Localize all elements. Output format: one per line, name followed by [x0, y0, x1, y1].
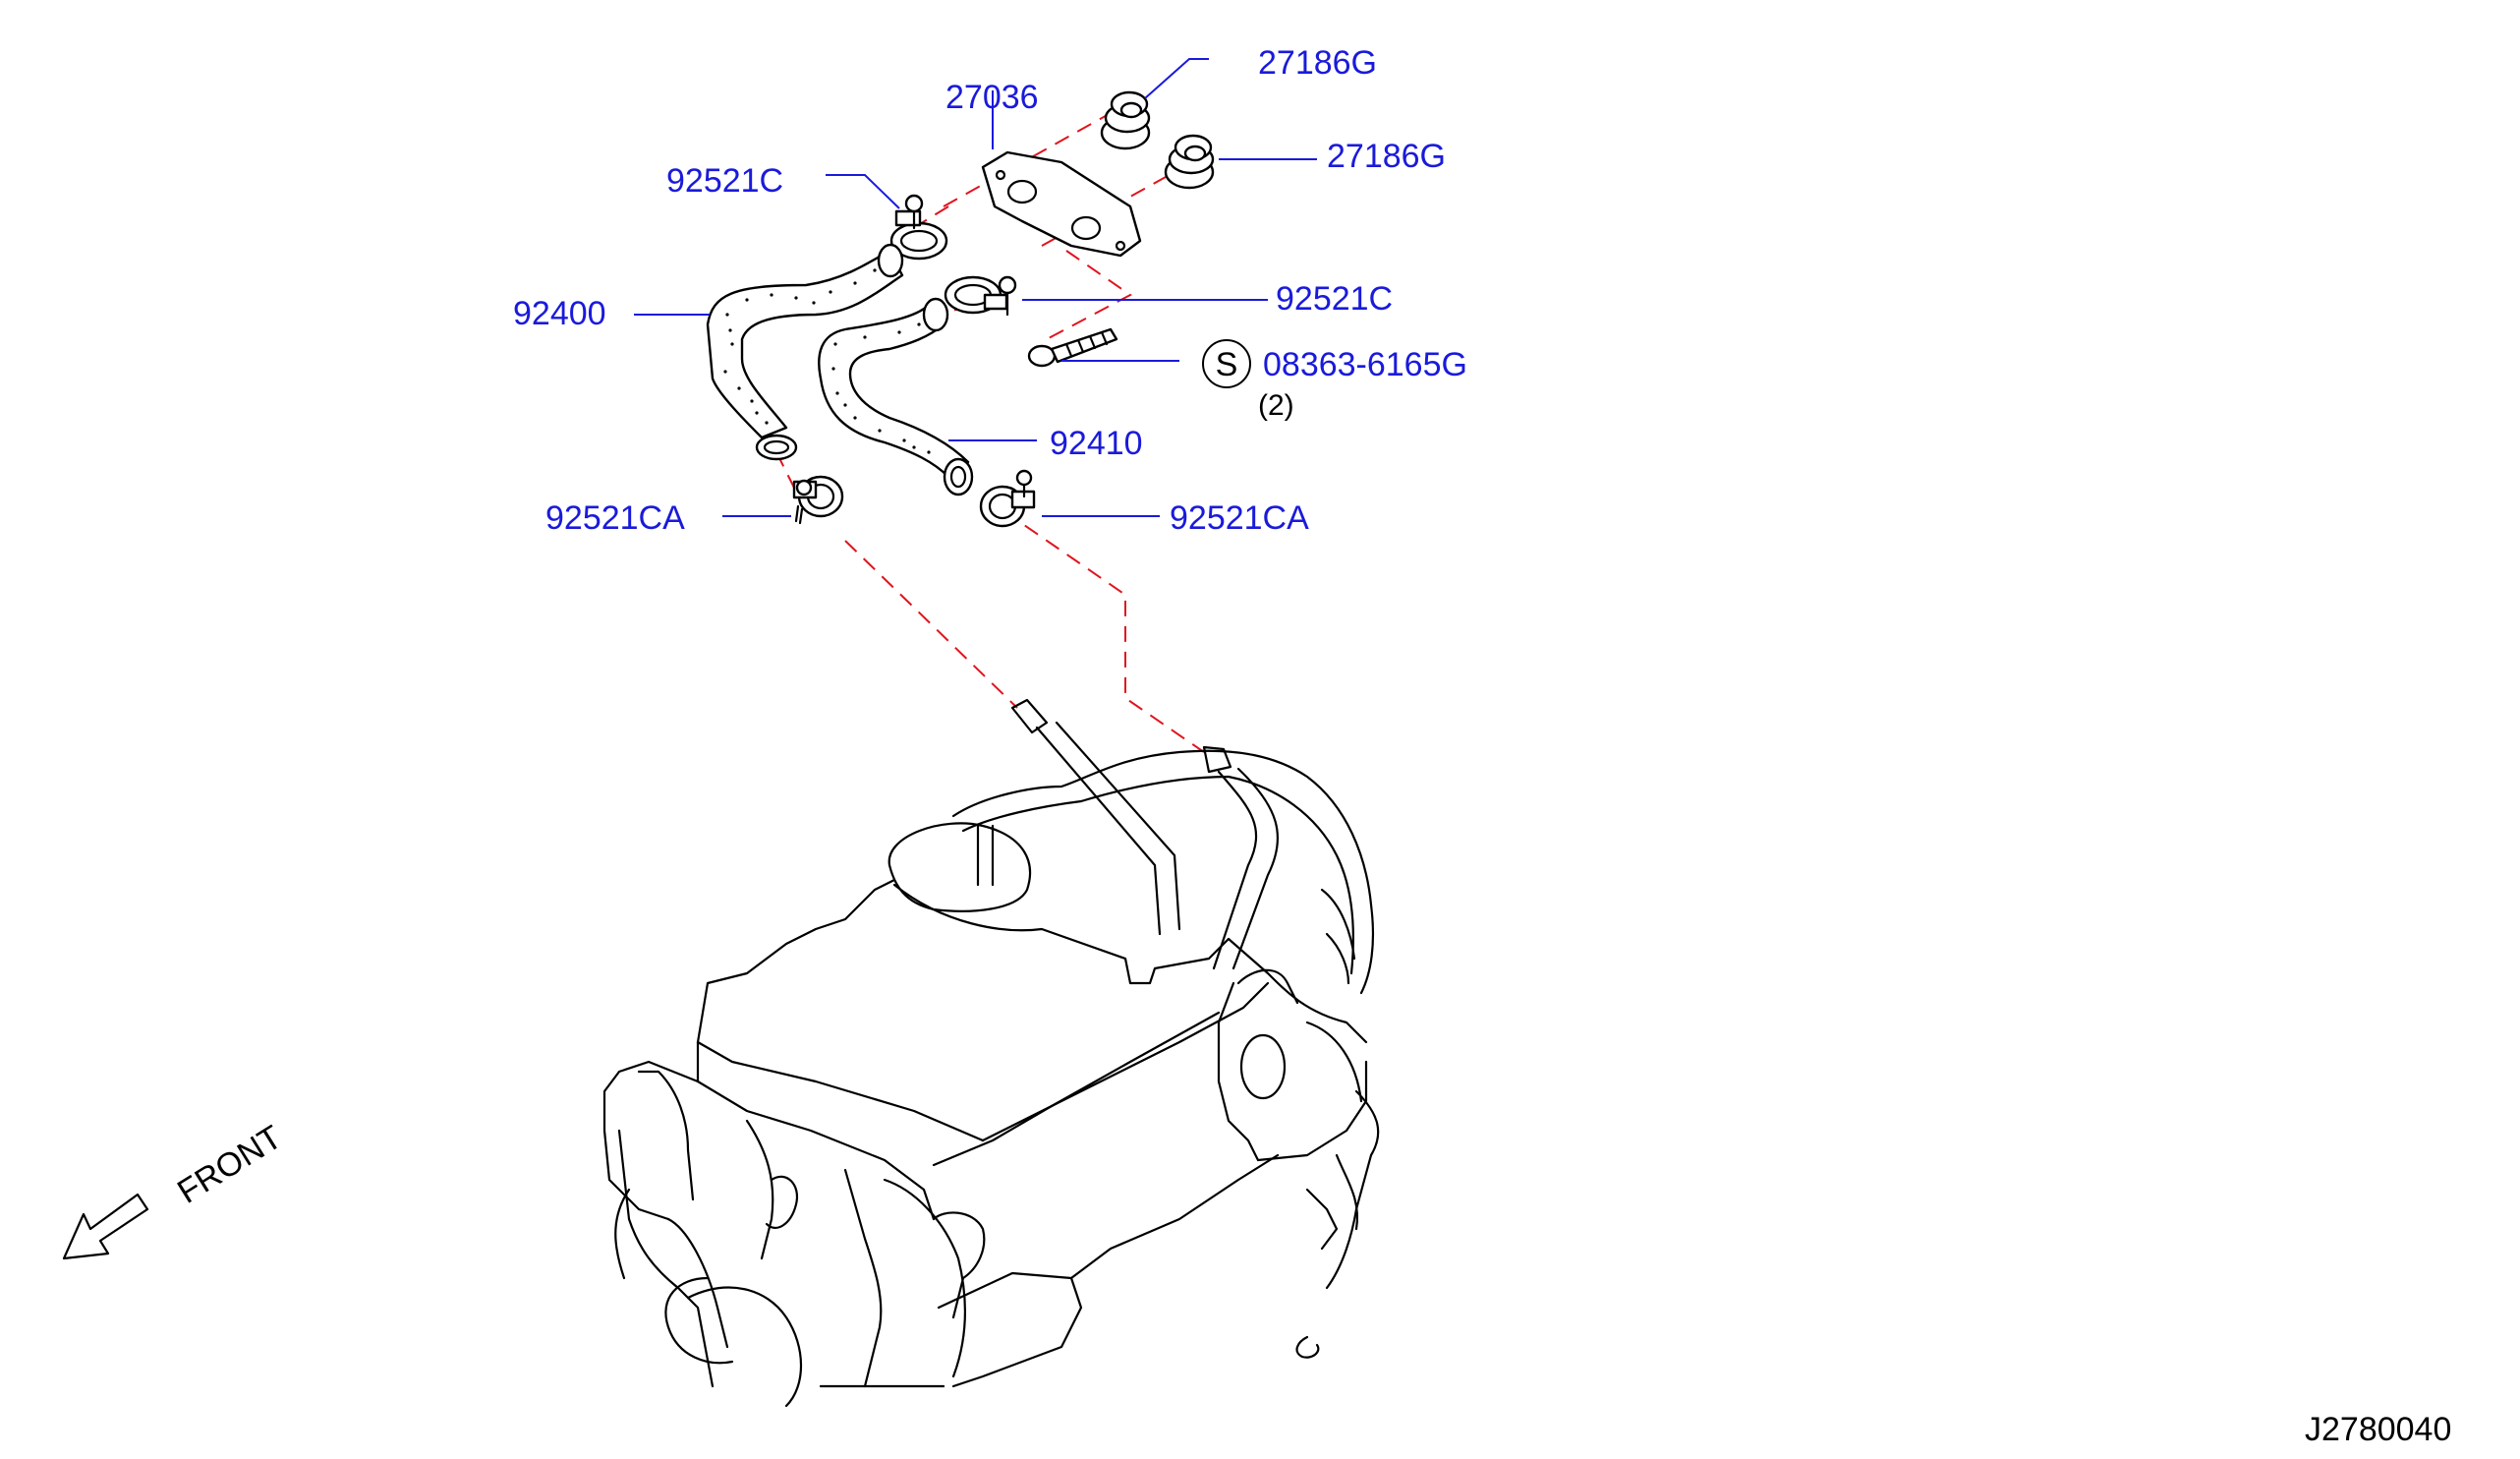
callout-grommet-right: 27186G: [1327, 138, 1446, 175]
front-indicator: FRONT: [62, 1119, 289, 1260]
figure-code: J2780040: [2305, 1411, 2451, 1448]
clamp-lower-left: [792, 475, 844, 525]
clamp-upper-left: [889, 194, 948, 261]
leader-lines: [634, 58, 1317, 517]
bolt-callout: S 08363-6165G (2): [1202, 339, 1467, 422]
grommet-top: [1100, 90, 1151, 150]
engine-outline: [602, 698, 1380, 1408]
hose-92410: [818, 297, 974, 496]
callout-gasket: 27036: [945, 79, 1039, 116]
hose-92400: [706, 243, 904, 461]
service-symbol-circle: [1202, 339, 1251, 388]
service-symbol: S: [1216, 346, 1238, 383]
callout-clamp-lower-left: 92521CA: [545, 499, 685, 537]
callout-clamp-upper-left: 92521C: [666, 162, 783, 200]
bolt-08363: [1027, 327, 1118, 368]
callout-hose-right: 92410: [1050, 425, 1143, 462]
front-arrow-icon: [62, 1193, 149, 1260]
grommet-right: [1164, 134, 1215, 190]
front-label: FRONT: [171, 1119, 288, 1211]
gasket-27036: [981, 150, 1142, 258]
callout-bolt: 08363-6165G: [1263, 346, 1467, 383]
callout-clamp-lower-right: 92521CA: [1170, 499, 1309, 537]
callout-hose-left: 92400: [513, 295, 606, 332]
clamp-upper-right: [944, 275, 1017, 317]
callout-grommet-top: 27186G: [1258, 44, 1377, 82]
bolt-quantity: (2): [1258, 389, 1294, 422]
callout-clamp-upper-right: 92521C: [1276, 280, 1393, 318]
clamp-lower-right: [979, 469, 1036, 528]
